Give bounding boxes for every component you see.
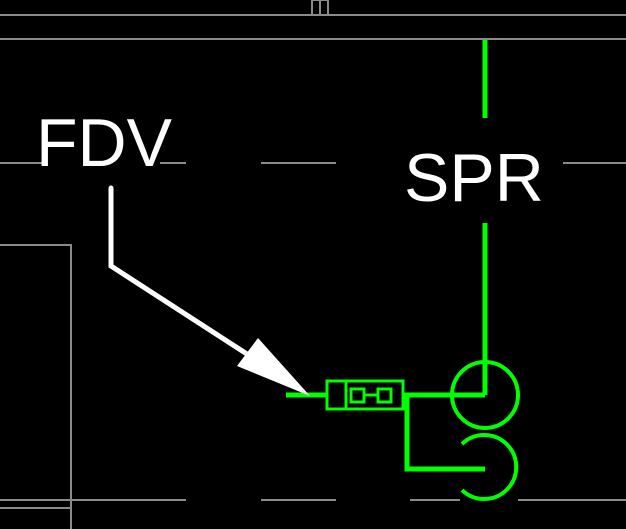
valve-body (325, 379, 405, 411)
riser-circle (450, 360, 520, 430)
sprinkler-piping (286, 40, 488, 472)
leader-line (108, 185, 253, 359)
valve-inner-left (349, 387, 366, 404)
fire-department-valve-icon (325, 379, 405, 411)
drain-pipe (404, 395, 485, 472)
room-outline (0, 244, 72, 529)
leader-arrow-icon (108, 185, 310, 396)
valve-inner-right (376, 387, 393, 404)
sprinkler-riser-circle-icon (450, 360, 520, 501)
arrow-head (237, 338, 310, 396)
riser-hook (460, 433, 519, 501)
fdv-label: FDV (36, 105, 173, 181)
spr-label: SPR (404, 140, 544, 216)
